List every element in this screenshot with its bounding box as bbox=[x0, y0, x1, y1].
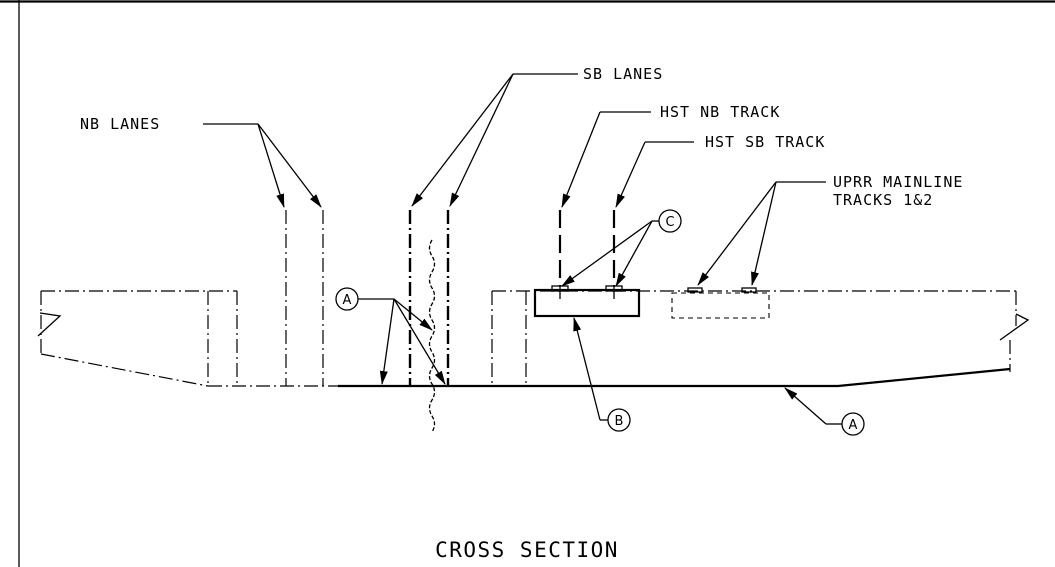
hst-track-slab bbox=[533, 288, 641, 318]
callout-a-left-text: A bbox=[343, 293, 352, 308]
callout-a-right-text: A bbox=[849, 418, 858, 433]
uprr-rail-1 bbox=[687, 287, 703, 293]
uprr-mainline-box bbox=[671, 292, 770, 319]
ground-line bbox=[338, 367, 1011, 388]
right-break-symbol bbox=[999, 313, 1030, 341]
uprr-rail-2 bbox=[741, 287, 757, 293]
sb-lanes-label: SB LANES bbox=[583, 65, 663, 83]
hst-sb-track-leader bbox=[615, 141, 694, 208]
callout-a-left: A bbox=[335, 287, 446, 385]
left-break-symbol bbox=[37, 312, 62, 337]
sb-lanes-leader bbox=[411, 73, 578, 207]
callout-c: C bbox=[561, 209, 682, 287]
callout-c-text: C bbox=[665, 215, 674, 230]
nb-lanes-label: NB LANES bbox=[80, 115, 160, 133]
nb-lanes-leader bbox=[203, 123, 322, 208]
uprr-label-line1: UPRR MAINLINE bbox=[833, 173, 963, 191]
uprr-leader bbox=[697, 181, 826, 286]
uprr-label-line2: TRACKS 1&2 bbox=[833, 191, 933, 209]
hst-nb-track-label: HST NB TRACK bbox=[660, 103, 780, 121]
callout-b-text: B bbox=[615, 414, 624, 429]
drawing-title: CROSS SECTION bbox=[435, 538, 619, 562]
hst-sb-track-label: HST SB TRACK bbox=[705, 133, 825, 151]
wavy-break-line bbox=[428, 239, 436, 433]
left-roadway-structure bbox=[37, 290, 338, 387]
callout-a-right: A bbox=[784, 387, 865, 436]
right-structure bbox=[491, 290, 1030, 386]
hst-nb-track-leader bbox=[561, 111, 651, 208]
callout-b: B bbox=[573, 317, 631, 432]
